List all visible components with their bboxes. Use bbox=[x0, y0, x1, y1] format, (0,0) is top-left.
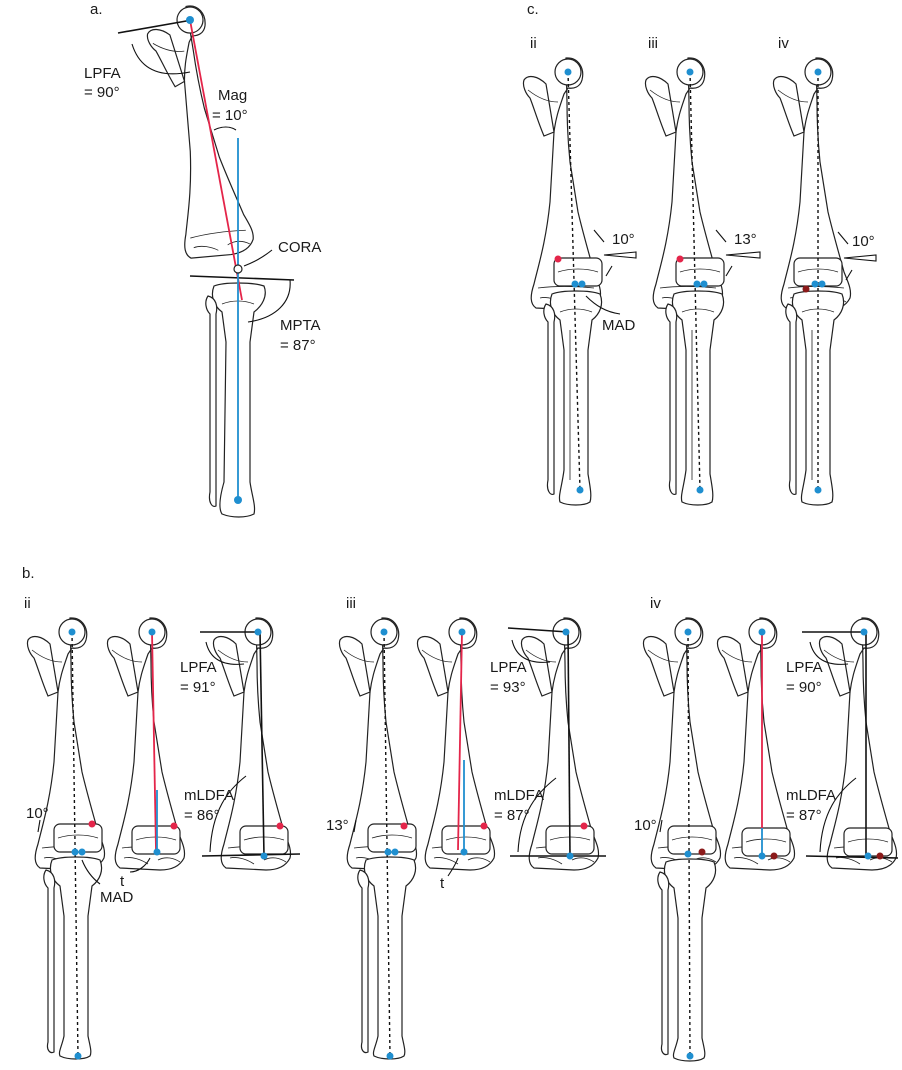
mldfa-label-b-ii: mLDFA bbox=[184, 787, 234, 804]
mldfa-label-b-iii: mLDFA bbox=[494, 787, 544, 804]
cora-arrow bbox=[243, 249, 273, 267]
t-label-b-iii: t bbox=[440, 875, 445, 892]
wedge-icon-c-iv bbox=[843, 254, 877, 262]
panel-b-ii: 10° MAD t LPFA = 91° mLDFA = 86° bbox=[26, 617, 301, 1060]
panel-b-label-iii: iii bbox=[346, 595, 356, 612]
panel-b-iii: 13° t LPFA = 93° mLDFA = 87° bbox=[326, 617, 606, 1060]
lpfa-reference-line bbox=[117, 19, 193, 34]
mldfa-value-b-ii: = 86° bbox=[184, 807, 220, 824]
panel-c-iv-leg: 10° bbox=[772, 57, 877, 506]
red-axis-line-a bbox=[189, 19, 243, 301]
angle-label-b-iii: 13° bbox=[326, 817, 349, 834]
mad-arrow-c bbox=[585, 295, 621, 315]
mpta-arc bbox=[247, 279, 291, 323]
panel-a-leg: LPFA = 90° Mag = 10° CORA MPTA = 87° bbox=[84, 0, 321, 518]
cora-point bbox=[233, 264, 243, 274]
panel-c-iii-leg: 13° bbox=[644, 57, 761, 506]
lpfa-value-b-ii: = 91° bbox=[180, 679, 216, 696]
angle-label-c-iii: 13° bbox=[734, 231, 757, 248]
panel-c-label-iv: iv bbox=[778, 35, 789, 52]
wedge-icon-c-iii bbox=[725, 251, 761, 259]
lpfa-value-a: = 90° bbox=[84, 84, 120, 101]
joint-line-a bbox=[189, 275, 295, 281]
mad-label-c: MAD bbox=[602, 317, 636, 334]
lpfa-label-b-iv: LPFA bbox=[786, 659, 823, 676]
lpfa-label-a: LPFA bbox=[84, 65, 121, 82]
angle-label-b-ii: 10° bbox=[26, 805, 49, 822]
lpfa-value-b-iii: = 93° bbox=[490, 679, 526, 696]
mldfa-value-b-iii: = 87° bbox=[494, 807, 530, 824]
mad-label-b: MAD bbox=[100, 889, 134, 906]
t-label-b-ii: t bbox=[120, 873, 125, 890]
panel-b-label-iv: iv bbox=[650, 595, 661, 612]
lpfa-arc bbox=[131, 43, 191, 75]
lpfa-label-b-ii: LPFA bbox=[180, 659, 217, 676]
angle-label-b-iv: 10° bbox=[634, 817, 657, 834]
panel-b-label-ii: ii bbox=[24, 595, 31, 612]
panel-b-iv: 10° LPFA = 90° mLDFA = 87° bbox=[634, 617, 899, 1062]
panel-label-a: a. bbox=[90, 1, 103, 18]
ankle-center-point-a bbox=[234, 496, 242, 504]
angle-label-c-iv: 10° bbox=[852, 233, 875, 250]
panel-c-ii-leg: 10° MAD bbox=[522, 57, 637, 506]
mpta-value: = 87° bbox=[280, 337, 316, 354]
mad-arrow-b bbox=[81, 859, 101, 885]
cora-label: CORA bbox=[278, 239, 321, 256]
hip-center-point-a bbox=[186, 16, 194, 24]
mag-value: = 10° bbox=[212, 107, 248, 124]
mpta-label: MPTA bbox=[280, 317, 321, 334]
mldfa-value-b-iv: = 87° bbox=[786, 807, 822, 824]
lpfa-label-b-iii: LPFA bbox=[490, 659, 527, 676]
lpfa-value-b-iv: = 90° bbox=[786, 679, 822, 696]
angle-label-c-ii: 10° bbox=[612, 231, 635, 248]
panel-c-label-iii: iii bbox=[648, 35, 658, 52]
panel-c-label-ii: ii bbox=[530, 35, 537, 52]
tibia-a bbox=[205, 282, 266, 518]
mag-label: Mag bbox=[218, 87, 247, 104]
mldfa-label-b-iv: mLDFA bbox=[786, 787, 836, 804]
wedge-icon-c-ii bbox=[603, 251, 637, 259]
panel-label-c: c. bbox=[527, 1, 539, 18]
mag-arc bbox=[213, 126, 237, 131]
panel-label-b: b. bbox=[22, 565, 35, 582]
